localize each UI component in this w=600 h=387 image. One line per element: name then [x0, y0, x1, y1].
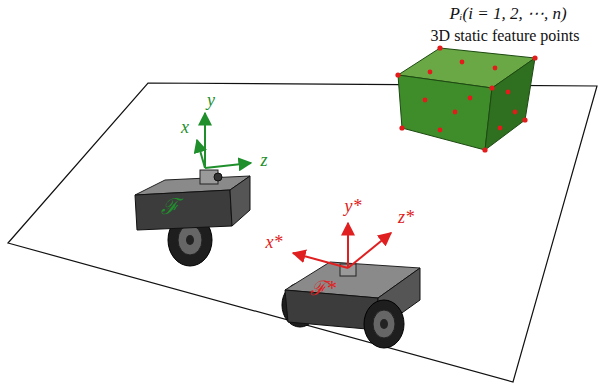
feature-point	[506, 90, 511, 95]
axis-y	[204, 113, 206, 168]
robot-front	[135, 190, 232, 230]
feature-point	[437, 45, 442, 50]
axis-label: x*	[266, 233, 283, 253]
feature-point	[489, 85, 494, 90]
feature-point	[395, 72, 400, 77]
axis-y	[347, 223, 349, 268]
feature-point	[482, 147, 487, 152]
axis-label: y*	[345, 197, 362, 217]
robot-side	[230, 176, 250, 226]
camera-lens	[214, 173, 222, 181]
axis-z	[348, 233, 391, 268]
wheel-axle	[380, 319, 388, 329]
feature-point	[468, 96, 473, 101]
feature-point	[399, 125, 404, 130]
cube	[395, 45, 537, 152]
axis-x	[293, 253, 348, 268]
frame-label: ℱ	[161, 195, 179, 219]
robot-desired	[282, 262, 420, 348]
cube-left	[398, 75, 492, 150]
axis-label: z*	[398, 208, 414, 228]
axis-z	[205, 163, 251, 168]
axis-x	[197, 140, 205, 168]
frame-desired	[293, 223, 391, 268]
feature-point	[453, 110, 458, 115]
feature-point	[532, 55, 537, 60]
feature-point	[498, 126, 503, 131]
frame-label: ℱ*	[310, 277, 336, 299]
wheel-hub	[373, 310, 395, 338]
feature-point	[460, 60, 465, 65]
wheel	[364, 300, 404, 348]
axis-label: x	[181, 118, 189, 138]
feature-point	[423, 98, 428, 103]
feature-point	[513, 110, 518, 115]
feature-point	[428, 70, 433, 75]
feature-point	[438, 128, 443, 133]
caption-label: 3D static feature points	[431, 27, 580, 45]
axis-label: y	[207, 91, 215, 111]
wheel-axle	[186, 235, 194, 245]
robot-current	[135, 170, 250, 266]
feature-point	[522, 117, 527, 122]
axis-label: z	[260, 151, 267, 171]
wheel-hub	[178, 225, 202, 255]
feature-point	[493, 66, 498, 71]
point-set-label: Pᵢ(i = 1, 2, ⋯, n)	[449, 5, 566, 24]
cube-right	[485, 58, 535, 150]
frame-current	[197, 113, 251, 168]
feature-points	[395, 45, 537, 152]
